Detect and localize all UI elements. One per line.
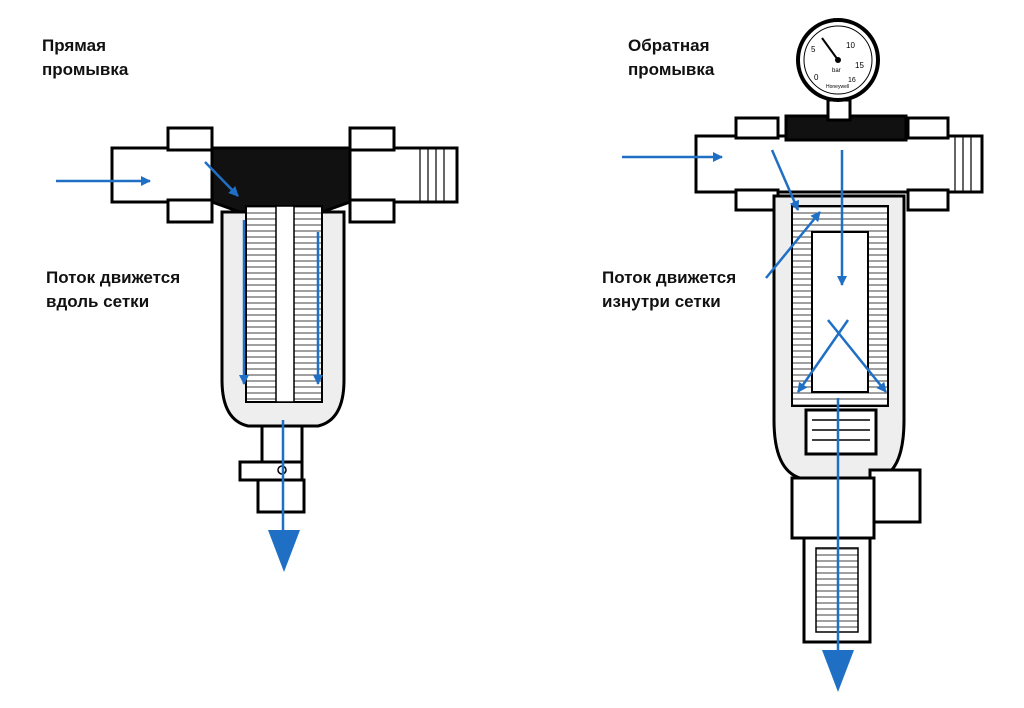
- left-outlet-nut: [348, 126, 396, 152]
- gauge-unit: bar: [832, 68, 841, 74]
- left-threads: [419, 148, 445, 202]
- left-inlet-diagonal-arrow: [204, 161, 239, 197]
- gauge-tick-15: 15: [855, 61, 864, 70]
- left-flow-arrows: [56, 161, 323, 545]
- gauge-tick-5: 5: [811, 45, 816, 54]
- left-flow-label: Поток движется вдоль сетки: [46, 268, 181, 311]
- gauge-brand: Honeywell: [826, 84, 849, 90]
- left-drain-valve: [238, 460, 304, 482]
- right-valve-spring: [804, 408, 878, 456]
- left-body-head: [210, 146, 352, 214]
- gauge-needle: [821, 37, 839, 61]
- right-title: Обратная промывка: [628, 36, 715, 79]
- right-inlet-diagonal-arrow: [770, 149, 800, 211]
- right-side-knob: [868, 468, 922, 524]
- right-flow-arrows: [622, 149, 887, 660]
- right-pointer-line: [765, 211, 821, 279]
- right-flow-label: Поток движется изнутри сетки: [602, 268, 737, 311]
- pressure-gauge: 0 5 10 15 16 bar Honeywell: [796, 18, 880, 102]
- left-filter: [110, 126, 459, 514]
- right-drain-arrow-head: [822, 650, 854, 692]
- right-pipe: [694, 134, 984, 194]
- left-title: Прямая промывка: [42, 36, 129, 79]
- gauge-tick-10: 10: [846, 41, 855, 50]
- left-inlet-nut: [166, 126, 214, 152]
- left-drain-arrow-head: [268, 530, 300, 572]
- right-cross-arrow-2: [827, 319, 887, 393]
- right-cross-arrow-1: [796, 319, 850, 393]
- gauge-tick-16: 16: [848, 77, 856, 84]
- gauge-tick-0: 0: [814, 73, 819, 82]
